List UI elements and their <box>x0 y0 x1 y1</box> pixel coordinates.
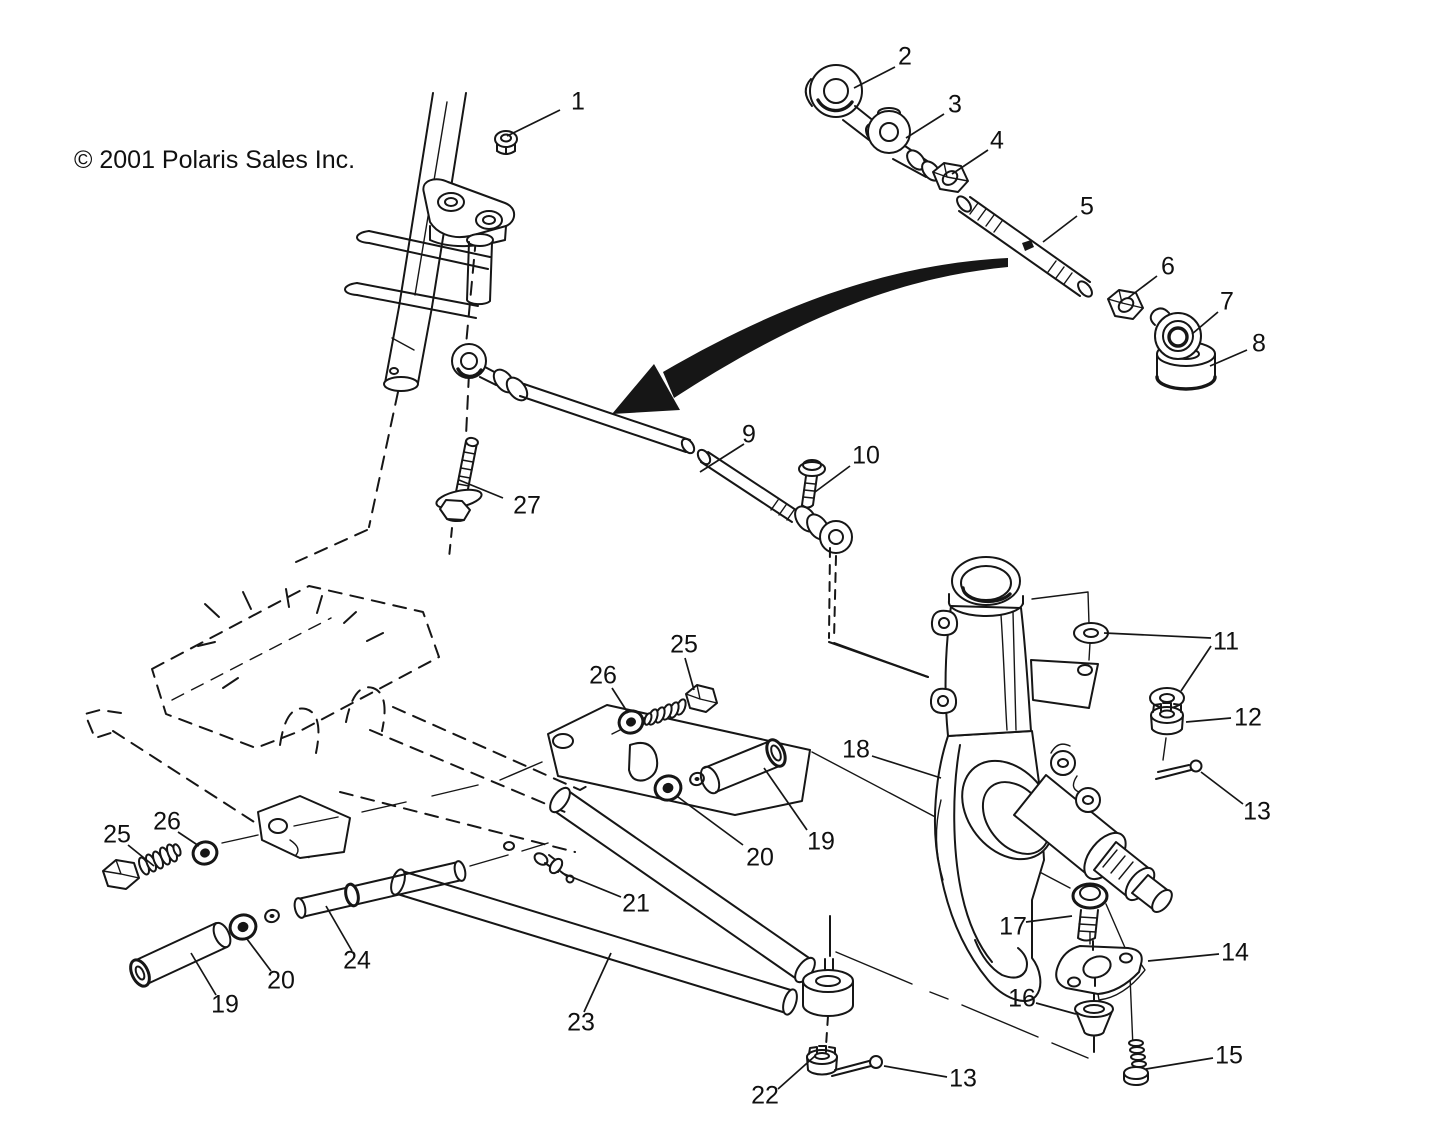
leader-line-16 <box>1035 1002 1077 1015</box>
leader-line-21 <box>561 872 622 898</box>
leader-line-13 <box>883 1065 948 1078</box>
ball-joint-part-16 <box>1074 993 1114 1053</box>
part-label-13: 13 <box>949 1065 977 1093</box>
leader-line-19 <box>190 952 217 996</box>
frame-dashed-outline <box>84 585 1071 889</box>
part-label-4: 4 <box>990 127 1004 155</box>
part-label-25: 25 <box>103 821 131 849</box>
leader-line-17 <box>1025 915 1073 923</box>
washer-part-26-left <box>191 840 219 866</box>
bolt-part-25-top <box>643 684 718 726</box>
leader-line-19 <box>763 767 808 831</box>
part-label-8: 8 <box>1252 330 1266 358</box>
washer-part-20-right <box>653 774 683 802</box>
part-label-22: 22 <box>751 1082 779 1110</box>
leader-line-24 <box>325 905 353 952</box>
copyright-text: © 2001 Polaris Sales Inc. <box>74 146 355 174</box>
leader-line-1 <box>506 109 561 137</box>
leader-line-23 <box>583 952 612 1013</box>
part-label-7: 7 <box>1220 288 1234 316</box>
nut-part-6 <box>1107 289 1144 320</box>
leader-line-4 <box>951 149 989 175</box>
rod-end-part-7 <box>1149 307 1202 360</box>
part-label-25: 25 <box>670 631 698 659</box>
part-label-26: 26 <box>153 808 181 836</box>
leader-line-13 <box>1200 771 1244 805</box>
leader-line-3 <box>905 113 945 139</box>
part-label-16: 16 <box>1008 985 1036 1013</box>
part-label-13: 13 <box>1243 798 1271 826</box>
bolt-part-25-left <box>102 843 182 890</box>
bolt-part-15 <box>1123 1039 1149 1086</box>
part-label-9: 9 <box>742 421 756 449</box>
castle-nut-part-12 <box>1150 702 1184 761</box>
leader-line-25 <box>127 844 155 867</box>
part-label-20: 20 <box>267 967 295 995</box>
part-label-12: 12 <box>1234 704 1262 732</box>
sleeve-ring-left <box>264 908 280 924</box>
grease-fitting-part-21 <box>533 852 575 884</box>
part-label-20: 20 <box>746 844 774 872</box>
assembly-centerline <box>835 951 1089 1059</box>
part-label-21: 21 <box>622 890 650 918</box>
part-label-19: 19 <box>807 828 835 856</box>
direction-arrow <box>612 258 1008 414</box>
leader-line-11 <box>1180 645 1212 692</box>
part-label-27: 27 <box>513 492 541 520</box>
bolt-part-27 <box>435 436 483 559</box>
part-label-14: 14 <box>1221 939 1249 967</box>
leader-line-26 <box>177 831 200 847</box>
nut-part-4 <box>932 162 969 193</box>
plate-part-14 <box>1055 940 1146 1001</box>
pivot-tube-part-19-left <box>129 921 232 988</box>
ball-joint-part-3 <box>867 107 941 182</box>
part-label-18: 18 <box>842 736 870 764</box>
leader-line-18 <box>871 755 942 779</box>
leader-line-9 <box>699 443 745 473</box>
part-label-17: 17 <box>999 913 1027 941</box>
part-label-2: 2 <box>898 43 912 71</box>
a-arm-part-23 <box>390 786 854 1047</box>
leader-line-12 <box>1185 717 1232 723</box>
steering-column <box>295 92 516 563</box>
part-label-19: 19 <box>211 991 239 1019</box>
steering-knuckle-part-18 <box>828 547 1173 1002</box>
part-label-24: 24 <box>343 947 371 975</box>
bolt-part-17 <box>1071 882 1134 1049</box>
leader-line-2 <box>853 66 896 89</box>
leader-line-8 <box>1209 349 1248 367</box>
leader-line-14 <box>1147 953 1220 962</box>
part-label-6: 6 <box>1161 253 1175 281</box>
leader-line-6 <box>1127 275 1158 299</box>
part-label-23: 23 <box>567 1009 595 1037</box>
leader-line-11 <box>1103 632 1212 639</box>
leader-line-5 <box>1042 215 1078 243</box>
leader-line-22 <box>777 1055 816 1090</box>
leader-line-10 <box>814 465 851 493</box>
part-label-3: 3 <box>948 91 962 119</box>
leader-line-15 <box>1145 1057 1214 1070</box>
cotter-pin-part-13-right <box>1155 759 1203 780</box>
leader-line-20 <box>246 938 272 972</box>
leader-line-7 <box>1191 311 1219 335</box>
leader-line-25 <box>684 657 695 691</box>
tie-rod-part-5 <box>956 195 1093 298</box>
leader-line-20 <box>677 796 744 846</box>
part-label-1: 1 <box>571 88 585 116</box>
leader-line-26 <box>611 687 629 714</box>
part-label-5: 5 <box>1080 193 1094 221</box>
tie-rod-part-9 <box>451 343 929 678</box>
washer-part-20-left <box>228 913 258 941</box>
pivot-shaft-part-24 <box>293 860 467 919</box>
cotter-pin-part-13-bottom <box>831 1055 883 1077</box>
callout-layer: 1234567891027111213182526192021242625201… <box>103 43 1271 1110</box>
leader-line-27 <box>458 479 504 499</box>
pivot-tube-part-19-right <box>699 738 787 795</box>
part-label-15: 15 <box>1215 1042 1243 1070</box>
bolt-part-10 <box>798 459 826 509</box>
nut-part-1 <box>494 130 518 155</box>
part-label-11: 11 <box>1213 628 1239 656</box>
part-label-26: 26 <box>589 662 617 690</box>
part-label-10: 10 <box>852 442 880 470</box>
